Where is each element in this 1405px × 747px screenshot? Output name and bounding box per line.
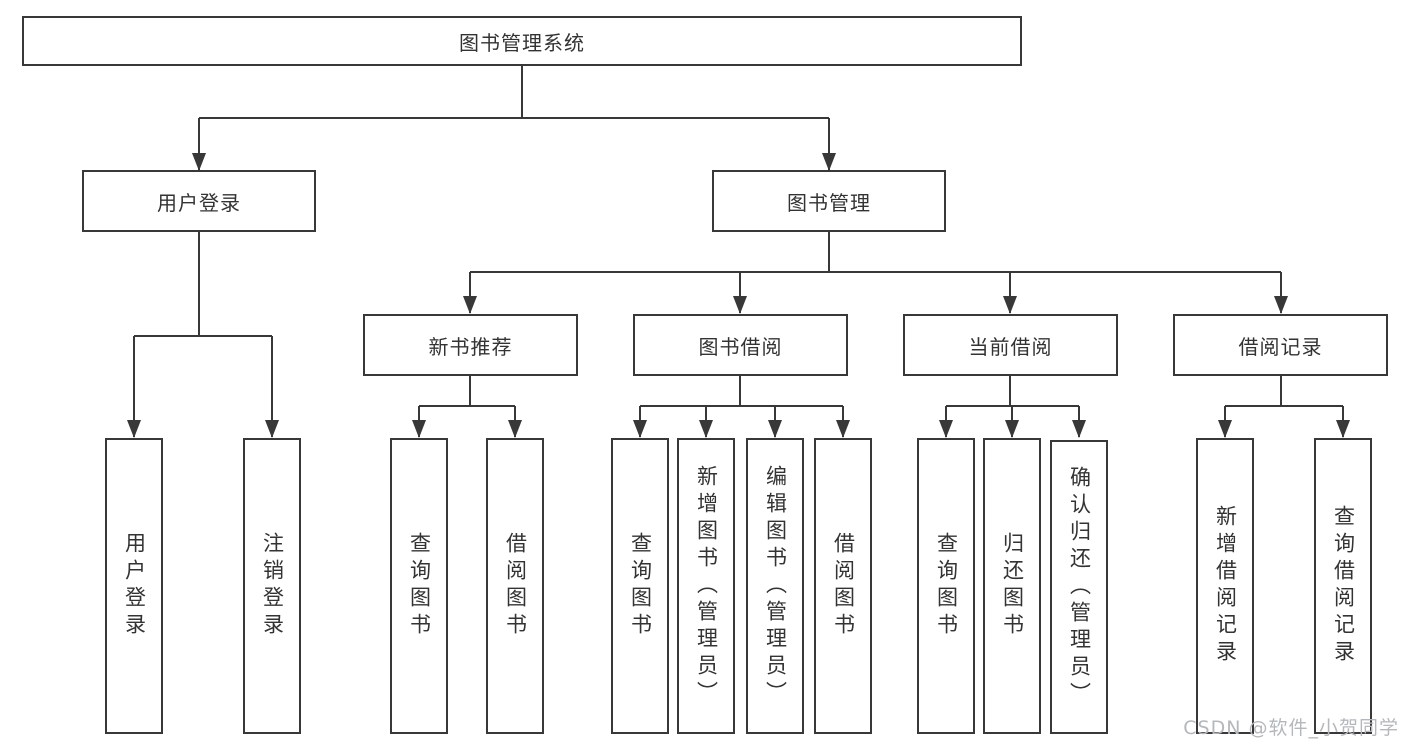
node-current-borrow: 当前借阅 [903,314,1118,376]
node-book-management: 图书管理 [712,170,946,232]
leaf-add-book-admin: 新增图书（管理员） [677,438,735,734]
leaf-borrow-books: 借阅图书 [814,438,872,734]
leaf-borrow-books-recommend: 借阅图书 [486,438,544,734]
leaf-add-borrow-record: 新增借阅记录 [1196,438,1254,734]
connector-arrows [127,118,1350,438]
csdn-watermark: CSDN @软件_小贺同学 [1183,717,1399,739]
node-book-borrow: 图书借阅 [633,314,848,376]
node-user-login: 用户登录 [82,170,316,232]
leaf-logout: 注销登录 [243,438,301,734]
leaf-query-books-borrow: 查询图书 [611,438,669,734]
leaf-return-books: 归还图书 [983,438,1041,734]
node-new-book-recommend: 新书推荐 [363,314,578,376]
node-borrow-records: 借阅记录 [1173,314,1388,376]
node-system-root: 图书管理系统 [22,16,1022,66]
leaf-edit-book-admin: 编辑图书（管理员） [746,438,804,734]
leaf-query-books-current: 查询图书 [917,438,975,734]
leaf-user-login: 用户登录 [105,438,163,734]
leaf-confirm-return-admin: 确认归还（管理员） [1050,440,1108,734]
leaf-query-books-recommend: 查询图书 [390,438,448,734]
connector-trunks [134,66,1343,407]
leaf-query-borrow-record: 查询借阅记录 [1314,438,1372,734]
